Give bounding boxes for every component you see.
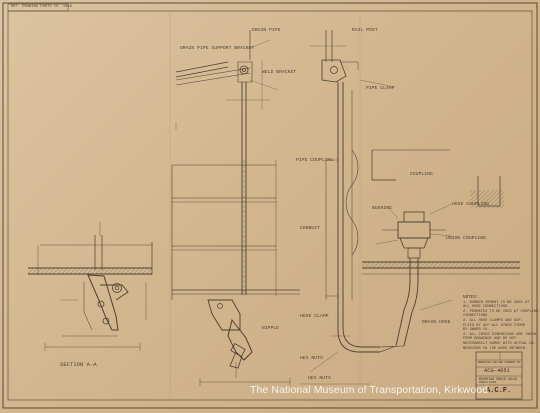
- title-block-sub: COACH PLAN: [479, 381, 496, 384]
- inner-border: [7, 10, 533, 401]
- note-line: PLIED BY ACF ALL OTHER ITEMS: [463, 323, 525, 328]
- label-pipe-coupling: PIPE COUPLING: [296, 158, 334, 163]
- label-weld-bracket: WELD BRACKET: [262, 70, 297, 75]
- note-line: CONNECTIONS.: [463, 314, 490, 319]
- label-coupling: COUPLING: [410, 172, 433, 177]
- section-a-a: [28, 222, 153, 351]
- header-stamp: REF. DRAWING PARTS CO. 1928: [11, 5, 72, 9]
- label-hose-clamp: HOSE CLAMP: [300, 314, 329, 319]
- notes-heading: NOTES:: [463, 295, 479, 300]
- label-hex-nuts-2: HEX NUTS: [308, 376, 331, 381]
- note-line: FROM DRAWINGS AND DO NOT: [463, 337, 517, 342]
- note-line: 3. ALL HOSE CLAMPS AND SUP-: [463, 318, 523, 323]
- main-elevation: [171, 30, 300, 386]
- notes-block: NOTES: 1. RUBBER CEMENT TO BE USED AT AL…: [463, 295, 539, 351]
- museum-watermark: The National Museum of Transportation, K…: [250, 384, 489, 396]
- label-hex-nuts-1: HEX NUTS: [300, 356, 323, 361]
- outer-border: [2, 2, 538, 409]
- label-drain-pipe: DRAIN PIPE: [252, 28, 281, 33]
- title-block-company: AMERICAN CAR AND FOUNDRY CO.: [478, 361, 522, 364]
- header-stamp-box: [7, 3, 69, 12]
- label-drain-hose: DRAIN HOSE: [422, 320, 451, 325]
- note-line: NECESSARILY AGREE WITH ACTUAL DI-: [463, 341, 537, 346]
- note-line: 2. PERMATEX TO BE USED AT COUPLING: [463, 309, 539, 314]
- label-bushing: BUSHING: [372, 206, 392, 211]
- note-line: 1. RUBBER CEMENT TO BE USED AT: [463, 300, 530, 305]
- note-line: MENSIONS ON THE WOOD BETWEEN.: [463, 346, 528, 351]
- detail-view: [362, 149, 520, 353]
- note-line: 4. ALL CROSS DIMENSIONS ARE TAKEN: [463, 332, 537, 337]
- title-block-drawing-no: ACG-4651: [484, 368, 510, 374]
- note-line: ALL HOSE CONNECTIONS.: [463, 305, 510, 310]
- label-support-bracket: DRAIN PIPE SUPPORT BRACKET: [180, 46, 255, 51]
- note-line: BY OWNER CO.: [463, 328, 490, 333]
- label-nipple: NIPPLE: [262, 326, 280, 331]
- label-pipe-clamp: PIPE CLAMP: [366, 86, 395, 91]
- label-rail-post: RAIL POST: [352, 28, 378, 33]
- title-block-frame: [475, 351, 523, 400]
- label-section: SECTION A-A: [60, 362, 97, 368]
- side-elevation: [300, 30, 391, 385]
- title-block-initials: A.C.F.: [486, 387, 512, 395]
- label-conduit: CONDUIT: [300, 226, 320, 231]
- title-block-description: MOUNTING DRAIN VALVE: [479, 377, 518, 381]
- label-union-coupling: UNION COUPLING: [446, 236, 486, 241]
- label-hose-coupling: HOSE COUPLING: [452, 202, 490, 207]
